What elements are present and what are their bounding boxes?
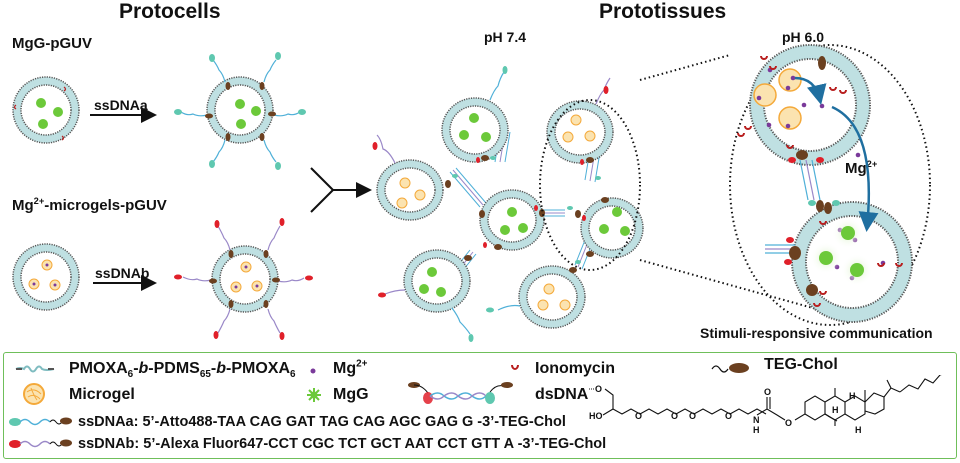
polymer-part: - xyxy=(210,360,217,377)
microgel-label-pre: Mg xyxy=(12,197,34,214)
atom-ho: HO xyxy=(589,411,603,421)
zoom-region xyxy=(539,44,931,326)
mgg-icon xyxy=(36,98,63,129)
legend-dsdna-label: dsDNA xyxy=(535,386,589,403)
mg-ion-icon xyxy=(310,368,316,374)
microgel-pguv-label: Mg2+-microgels-pGUV xyxy=(12,196,167,214)
polymer-part: -PMOXA xyxy=(226,360,290,377)
microgel-icon xyxy=(23,383,45,405)
mg-transfer-arrow xyxy=(831,105,879,232)
atom-o: O xyxy=(671,411,678,421)
internal-release-arrow xyxy=(794,76,827,105)
protocell-microgel-bare xyxy=(12,243,80,311)
protocells-heading: Protocells xyxy=(119,0,221,23)
atom-h: H xyxy=(849,391,856,401)
polymer-italic: b xyxy=(216,360,226,377)
atom-o: O xyxy=(725,411,732,421)
atom-o: O xyxy=(595,384,602,394)
teg-chol-icon xyxy=(711,363,749,373)
protocell-microgel-ssdna-b xyxy=(174,218,313,340)
polymer-part: -PDMS xyxy=(148,360,200,377)
legend-mgg-label: MgG xyxy=(333,386,369,403)
polymer-part: PMOXA xyxy=(69,360,128,377)
mg-ion-label-pre: Mg xyxy=(333,360,357,377)
prototissues-heading: Prototissues xyxy=(599,0,727,23)
atom-o: O xyxy=(689,411,696,421)
legend-box: PMOXA6-b-PDMS65-b-PMOXA6 Microgel Mg2+ M… xyxy=(3,352,957,459)
microgel-label-sup: 2+ xyxy=(33,196,45,206)
atom-o: O xyxy=(785,418,792,428)
mgg-icon xyxy=(307,388,321,402)
atom-h: H xyxy=(855,425,862,435)
mg-ion-pre: Mg xyxy=(845,160,867,177)
mg-ion-sup: 2+ xyxy=(866,159,878,169)
mg-ion-transfer-label: Mg2+ xyxy=(845,159,878,177)
dsdna-icon xyxy=(408,382,513,404)
atom-o: O xyxy=(635,411,642,421)
ph-74-label: pH 7.4 xyxy=(484,29,527,45)
legend-ssdna-b-sequence: ssDNAb: 5’-Alexa Fluor647-CCT CGC TCT GC… xyxy=(78,436,607,452)
ssdna-a-icon xyxy=(9,417,72,426)
protocell-mgg-ssdna-a xyxy=(174,52,306,170)
mgg-pguv-label: MgG-pGUV xyxy=(12,35,92,52)
legend-ionomycin-label: Ionomycin xyxy=(535,360,616,377)
ssdna-b-icon xyxy=(9,439,72,448)
teg-chol-structure: O HO O O O O N H O O H H H xyxy=(589,375,942,435)
polymer-sub: 65 xyxy=(199,369,211,381)
diagram-scene xyxy=(12,44,931,342)
microgel-label-post: -microgels-pGUV xyxy=(44,197,167,214)
legend-mg-ion-label: Mg2+ xyxy=(333,358,368,378)
enlarged-cells xyxy=(737,44,913,323)
polymer-sub: 6 xyxy=(290,369,296,381)
polymer-icon xyxy=(15,365,55,373)
mg-ion-label-sup: 2+ xyxy=(356,358,368,370)
polymer-italic: b xyxy=(138,360,149,377)
atom-o: O xyxy=(764,387,771,397)
atom-n: N xyxy=(753,415,760,425)
legend-polymer-label: PMOXA6-b-PDMS65-b-PMOXA6 xyxy=(69,360,296,381)
polymer-sub: 6 xyxy=(127,369,134,381)
ph-60-label: pH 6.0 xyxy=(782,29,825,45)
merge-arrow xyxy=(310,167,372,213)
prototissue-cluster xyxy=(372,66,644,342)
legend-ssdna-a-sequence: ssDNAa: 5’-Atto488-TAA CAG GAT TAG CAG A… xyxy=(78,414,566,430)
arrow-a-label: ssDNAa xyxy=(94,97,148,113)
ionomycin-icon xyxy=(511,364,519,370)
legend-microgel-label: Microgel xyxy=(69,386,135,403)
atom-h: H xyxy=(832,405,839,415)
legend-teg-chol-label: TEG-Chol xyxy=(764,356,838,373)
arrow-b-label: ssDNAb xyxy=(95,265,150,281)
atom-h: H xyxy=(753,425,760,435)
protocell-mgg-bare xyxy=(12,76,80,144)
communication-caption: Stimuli-responsive communication xyxy=(700,325,933,341)
polymer-part: - xyxy=(133,360,139,377)
